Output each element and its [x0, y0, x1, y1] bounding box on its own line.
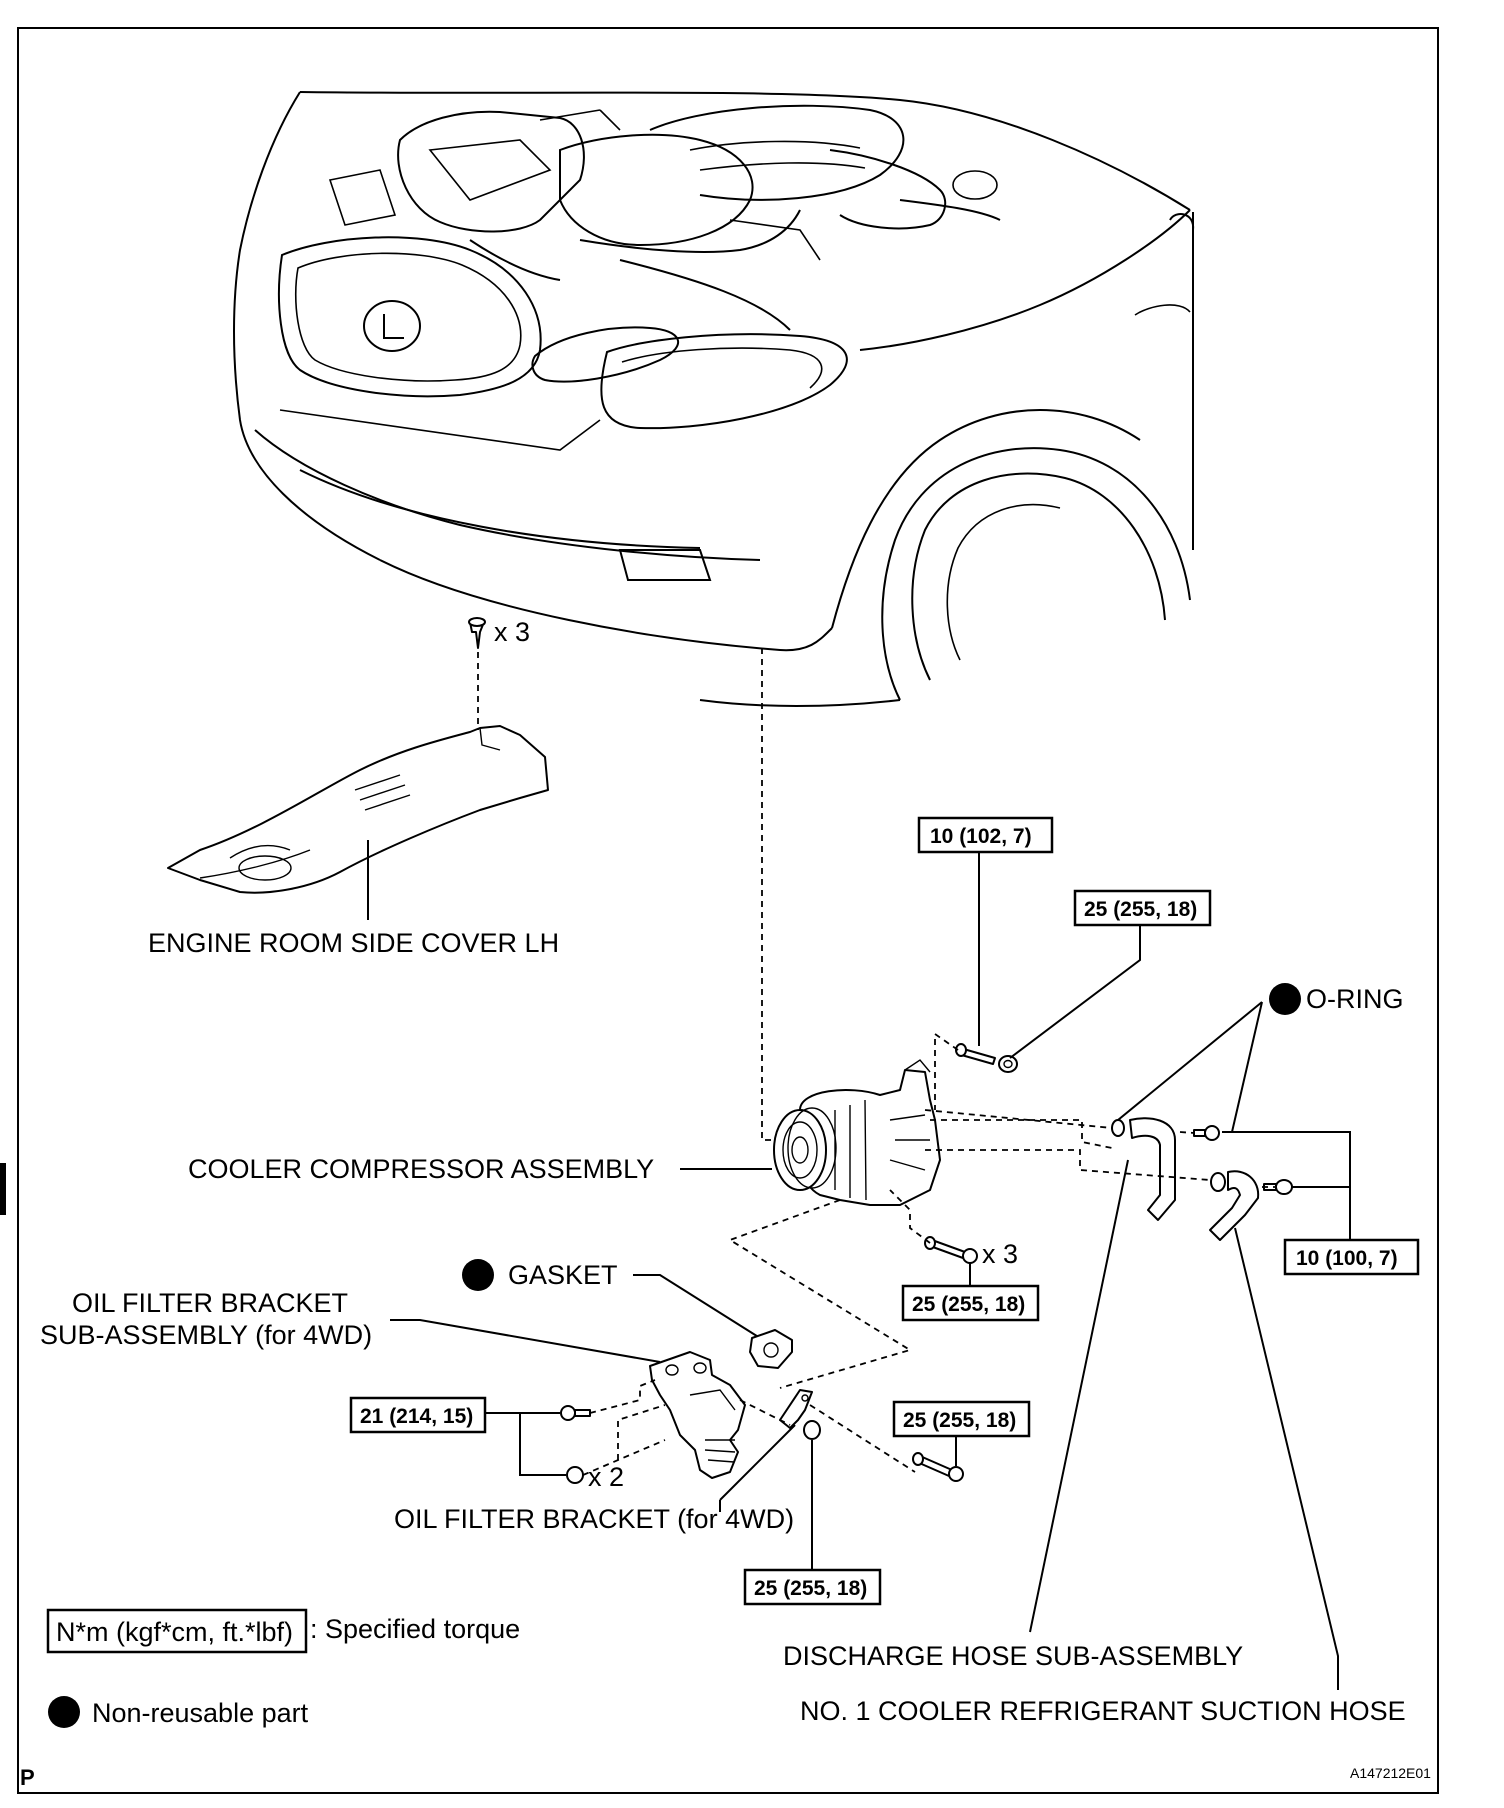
legend-torque-box [46, 1608, 308, 1654]
top-bolt-dashline [934, 1032, 959, 1110]
bracket-side-bolt [912, 1452, 964, 1482]
oil-filter-bracket [779, 1389, 813, 1429]
o-ring-label: O-RING [1306, 984, 1404, 1014]
bracket-dashline-1 [739, 1399, 791, 1426]
suction-hose-label: NO. 1 COOLER REFRIGERANT SUCTION HOSE [800, 1696, 1406, 1726]
gasket-label: GASKET [508, 1260, 618, 1290]
engine-room-side-cover [167, 725, 549, 894]
torque-box-5 [349, 1396, 487, 1434]
engine-room-side-cover-label: ENGINE ROOM SIDE COVER LH [148, 928, 559, 958]
hose-dashline-4 [925, 1149, 1211, 1181]
bracket-bolt-dashline-2 [617, 1404, 666, 1460]
figure-id: A147212E01 [1350, 1765, 1431, 1781]
torque-box-7 [743, 1568, 882, 1606]
gasket [749, 1329, 793, 1369]
legend-nonreusable-dot [48, 1696, 80, 1728]
legend-nonreusable-text: Non-reusable part [92, 1698, 309, 1728]
discharge-hose-label: DISCHARGE HOSE SUB-ASSEMBLY [783, 1641, 1243, 1671]
bracket-dashline-2 [809, 1404, 916, 1473]
torque-value-1: 10 (102, 7) [930, 825, 1032, 848]
oil-filter-bracket-sub-label-1: OIL FILTER BRACKET [72, 1288, 348, 1318]
car-front-illustration [233, 91, 1195, 707]
oil-filter-bracket-leader [719, 1424, 796, 1501]
cooler-compressor-assembly [773, 1059, 941, 1206]
legend-torque-unit: N*m (kgf*cm, ft.*lbf) [56, 1617, 293, 1647]
bracket-bolt-2 [566, 1466, 584, 1484]
clip [468, 617, 486, 649]
compressor-top-nut [998, 1055, 1018, 1073]
torque-box-1 [917, 816, 1054, 854]
torque-5-leader-b [519, 1413, 566, 1476]
cooler-compressor-label: COOLER COMPRESSOR ASSEMBLY [188, 1154, 654, 1184]
hose-bolt-upper [1193, 1125, 1220, 1141]
compressor-lower-bolt [924, 1236, 978, 1264]
compressor-to-bracket-dashline [727, 1199, 913, 1389]
hose-dashline-3 [1179, 1131, 1195, 1134]
compressor-bolt-quantity: x 3 [982, 1239, 1018, 1269]
torque-box-2 [1073, 889, 1212, 927]
oil-filter-bracket-sub-label-2: SUB-ASSEMBLY (for 4WD) [40, 1320, 372, 1350]
torque-value-6: 25 (255, 18) [903, 1409, 1016, 1432]
margin-marker [0, 1163, 6, 1215]
page-mark: P [20, 1765, 35, 1790]
torque-2-leader [1009, 925, 1141, 1059]
torque-box-4 [901, 1284, 1040, 1322]
car-to-compressor-dashline [761, 648, 778, 1141]
torque-3-leader [1222, 1131, 1351, 1240]
legend-torque-desc: : Specified torque [310, 1614, 520, 1644]
torque-value-2: 25 (255, 18) [1084, 898, 1197, 921]
oil-filter-sub-leader [390, 1319, 661, 1363]
hose-bolt-lower [1263, 1179, 1293, 1195]
torque-box-6 [892, 1400, 1031, 1438]
compressor-top-bolt [955, 1043, 996, 1065]
bracket-bolt-dashline-1 [589, 1379, 656, 1414]
torque-value-3: 10 (100, 7) [1296, 1247, 1398, 1270]
gasket-leader [633, 1274, 761, 1339]
lower-bolt-dashline [889, 1189, 931, 1244]
torque-value-5: 21 (214, 15) [360, 1405, 473, 1428]
o-ring-leader-1 [1117, 1001, 1263, 1121]
hose-dashline-2 [930, 1119, 1113, 1149]
torque-value-7: 25 (255, 18) [754, 1577, 867, 1600]
bracket-nut [803, 1420, 821, 1440]
bracket-nut-quantity: x 2 [588, 1462, 624, 1492]
oil-filter-bracket-label: OIL FILTER BRACKET (for 4WD) [394, 1504, 794, 1534]
clip-quantity: x 3 [494, 617, 530, 647]
torque-value-4: 25 (255, 18) [912, 1293, 1025, 1316]
oil-filter-bracket-sub-assembly [649, 1351, 746, 1479]
torque-box-3 [1283, 1238, 1420, 1276]
suction-hose-leader [1234, 1227, 1339, 1690]
o-ring-nonreusable-dot [1269, 983, 1301, 1015]
bracket-bolt-1 [560, 1405, 591, 1421]
gasket-nonreusable-dot [462, 1259, 494, 1291]
diagram-frame [17, 27, 1439, 1794]
discharge-hose [1111, 1117, 1176, 1221]
suction-hose [1209, 1170, 1260, 1241]
discharge-hose-leader [1029, 1159, 1129, 1633]
bracket-bolt-dashline-3 [582, 1439, 666, 1476]
o-ring-leader-2 [1231, 1001, 1263, 1133]
hose-dashline-1 [924, 1109, 1113, 1129]
